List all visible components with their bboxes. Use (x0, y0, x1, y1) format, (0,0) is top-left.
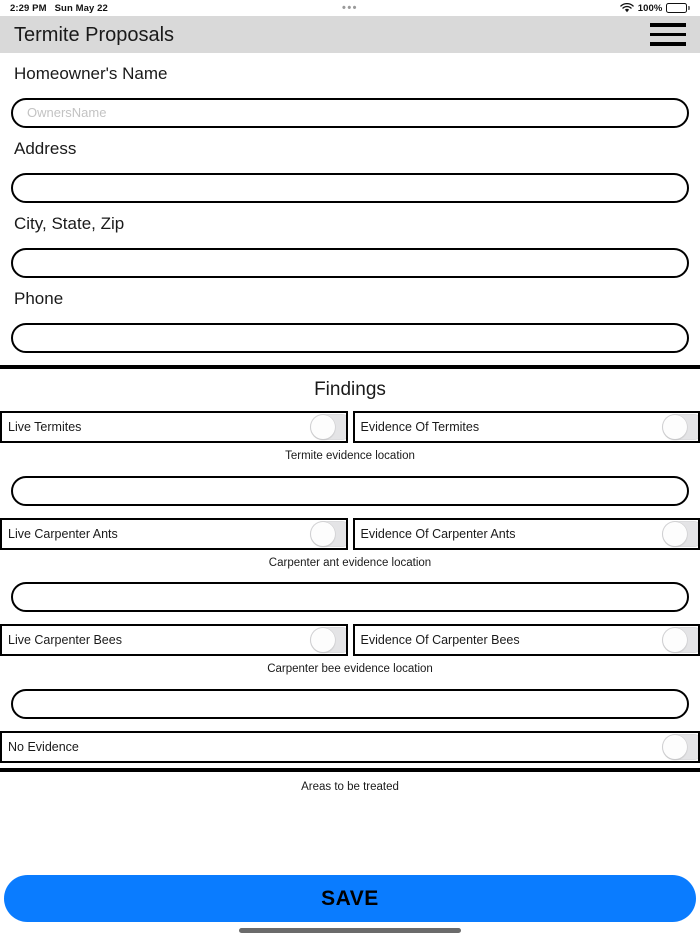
label-phone: Phone (14, 288, 64, 308)
toggle-live-carpenter-bees[interactable]: Live Carpenter Bees (0, 624, 348, 657)
switch-off-icon[interactable] (662, 734, 698, 761)
carpenter-bee-evidence-location-input[interactable] (11, 689, 689, 720)
switch-off-icon[interactable] (662, 520, 699, 547)
helper-areas-to-be-treated: Areas to be treated (301, 781, 399, 794)
toggle-evidence-of-termites[interactable]: Evidence Of Termites (352, 410, 700, 443)
label-homeowners-name: Homeowner's Name (14, 64, 168, 83)
section-divider-bottom (0, 768, 700, 773)
form-scroll-area[interactable]: Homeowner's Name Address City, State, Zi… (0, 53, 700, 934)
toggle-no-evidence[interactable]: No Evidence (0, 731, 700, 764)
switch-off-icon[interactable] (662, 627, 699, 654)
toggle-row-carpenter-bees: Live Carpenter Bees Evidence Of Carpente… (0, 624, 700, 657)
helper-carpenter-bee-evidence-location: Carpenter bee evidence location (267, 663, 433, 676)
battery-full-icon (666, 3, 690, 13)
toggle-row-termites: Live Termites Evidence Of Termites (0, 410, 700, 443)
toggle-row-carpenter-ants: Live Carpenter Ants Evidence Of Carpente… (0, 517, 700, 550)
address-input[interactable] (11, 172, 689, 203)
helper-carpenter-ant-evidence-location: Carpenter ant evidence location (268, 556, 432, 569)
toggle-evidence-of-carpenter-bees[interactable]: Evidence Of Carpenter Bees (352, 624, 700, 657)
status-bar-left: 2:29 PM Sun May 22 (10, 3, 108, 14)
home-indicator (239, 928, 461, 933)
hamburger-menu-icon[interactable] (650, 22, 686, 48)
findings-section-title: Findings (314, 378, 386, 400)
page-title: Termite Proposals (14, 23, 175, 46)
section-divider (0, 364, 700, 369)
label-address: Address (14, 138, 77, 158)
save-button[interactable]: SAVE (4, 875, 696, 922)
toggle-label: No Evidence (8, 740, 79, 755)
toggle-label: Evidence Of Carpenter Bees (360, 633, 520, 648)
toggle-label: Live Termites (8, 419, 82, 434)
battery-percent-label: 100% (637, 2, 663, 14)
label-city-state-zip: City, State, Zip (14, 213, 125, 233)
toggle-row-no-evidence: No Evidence (0, 731, 700, 764)
toggle-label: Live Carpenter Bees (8, 633, 122, 648)
status-bar-right: 100% (619, 2, 690, 14)
status-time: 2:29 PM (10, 2, 47, 14)
toggle-label: Live Carpenter Ants (8, 526, 118, 541)
status-date: Sun May 22 (54, 2, 108, 14)
status-center-dots: ••• (341, 1, 359, 14)
toggle-live-carpenter-ants[interactable]: Live Carpenter Ants (0, 517, 348, 550)
homeowners-name-input[interactable] (11, 97, 689, 128)
app-header: Termite Proposals (0, 16, 700, 53)
toggle-label: Evidence Of Carpenter Ants (360, 526, 516, 541)
switch-off-icon[interactable] (662, 413, 699, 440)
wifi-icon (619, 3, 634, 13)
city-state-zip-input[interactable] (11, 247, 689, 278)
switch-off-icon[interactable] (309, 627, 346, 654)
toggle-evidence-of-carpenter-ants[interactable]: Evidence Of Carpenter Ants (352, 517, 700, 550)
switch-off-icon[interactable] (309, 520, 346, 547)
save-bar: SAVE (0, 872, 700, 934)
phone-input[interactable] (11, 322, 689, 353)
status-bar: 2:29 PM Sun May 22 ••• 100% (0, 0, 700, 16)
toggle-label: Evidence Of Termites (360, 419, 480, 434)
termite-evidence-location-input[interactable] (11, 475, 689, 506)
helper-termite-evidence-location: Termite evidence location (285, 449, 415, 462)
switch-off-icon[interactable] (309, 413, 346, 440)
toggle-live-termites[interactable]: Live Termites (0, 410, 348, 443)
carpenter-ant-evidence-location-input[interactable] (11, 582, 689, 613)
